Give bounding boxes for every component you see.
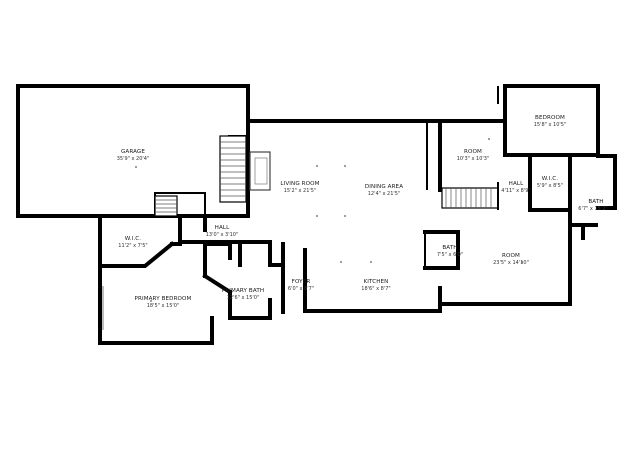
room-dims: 23'5" x 14'10" — [493, 260, 529, 266]
room-dims: 10'3" x 10'3" — [457, 156, 490, 162]
room-dims: 13'0" x 3'10" — [206, 232, 239, 238]
room-label-garage: GARAGE 35'9" x 20'4" — [117, 149, 150, 162]
room-label-dining-area: DINING AREA 12'4" x 21'5" — [365, 184, 403, 197]
room-dims: 18'6" x 8'7" — [361, 286, 390, 292]
room-dims: 7'5" x 6'0" — [437, 252, 463, 258]
room-dims: 12'4" x 21'5" — [368, 191, 401, 197]
room-name: PRIMARY BEDROOM — [135, 296, 192, 302]
room-name: HALL — [509, 181, 524, 187]
room-name: KITCHEN — [364, 279, 389, 285]
room-name: W.I.C. — [542, 176, 559, 182]
room-label-primary-bath: PRIMARY BATH 12'6" x 15'0" — [222, 288, 264, 301]
stairs-garage — [219, 135, 247, 203]
stairs-hall — [441, 182, 499, 210]
room-dims: 15'2" x 21'5" — [284, 188, 317, 194]
room-dims: 35'9" x 20'4" — [117, 156, 150, 162]
room-label-wic-west: W.I.C. 11'2" x 7'5" — [118, 236, 147, 249]
room-name: ROOM — [464, 149, 482, 155]
room-label-foyer: FOYER 6'0" x 8'7" — [288, 279, 314, 292]
room-label-hall-east: HALL 4'11" x 8'9" — [501, 181, 530, 194]
room-name: BATH — [442, 245, 457, 251]
room-dims: 4'11" x 8'9" — [501, 188, 530, 194]
room-name: LIVING ROOM — [280, 181, 319, 187]
room-label-room-east: ROOM 23'5" x 14'10" — [493, 253, 529, 266]
room-name: DINING AREA — [365, 184, 403, 190]
room-name: BEDROOM — [535, 115, 565, 121]
room-dims: 5'9" x 8'5" — [537, 183, 563, 189]
room-label-primary-bedroom: PRIMARY BEDROOM 18'5" x 15'0" — [135, 296, 192, 309]
room-label-bath-center: BATH 7'5" x 6'0" — [437, 245, 463, 258]
room-dims: 6'7" x 15'2" — [578, 206, 607, 212]
room-name: ROOM — [502, 253, 520, 259]
fireplace — [249, 151, 271, 191]
room-dims: 12'6" x 15'0" — [227, 295, 260, 301]
room-dims: 15'8" x 10'5" — [534, 122, 567, 128]
room-name: FOYER — [292, 279, 311, 285]
walls — [16, 84, 617, 345]
room-name: BATH — [588, 199, 603, 205]
room-dims: 11'2" x 7'5" — [118, 243, 147, 249]
room-label-bedroom: BEDROOM 15'8" x 10'5" — [534, 115, 567, 128]
room-label-kitchen: KITCHEN 18'6" x 8'7" — [361, 279, 390, 292]
room-name: W.I.C. — [125, 236, 142, 242]
room-label-hall-west: HALL 13'0" x 3'10" — [206, 225, 239, 238]
room-name: GARAGE — [121, 149, 145, 155]
fixture-dots — [135, 138, 523, 302]
room-label-living-room: LIVING ROOM 15'2" x 21'5" — [280, 181, 319, 194]
room-label-wic-east: W.I.C. 5'9" x 8'5" — [537, 176, 563, 189]
room-name: PRIMARY BATH — [222, 288, 264, 294]
room-dims: 18'5" x 15'0" — [147, 303, 180, 309]
room-label-bath-east: BATH 6'7" x 15'2" — [578, 199, 607, 212]
stairs-entry — [154, 195, 178, 217]
room-label-room-north: ROOM 10'3" x 10'3" — [457, 149, 490, 162]
room-dims: 6'0" x 8'7" — [288, 286, 314, 292]
room-name: HALL — [215, 225, 230, 231]
